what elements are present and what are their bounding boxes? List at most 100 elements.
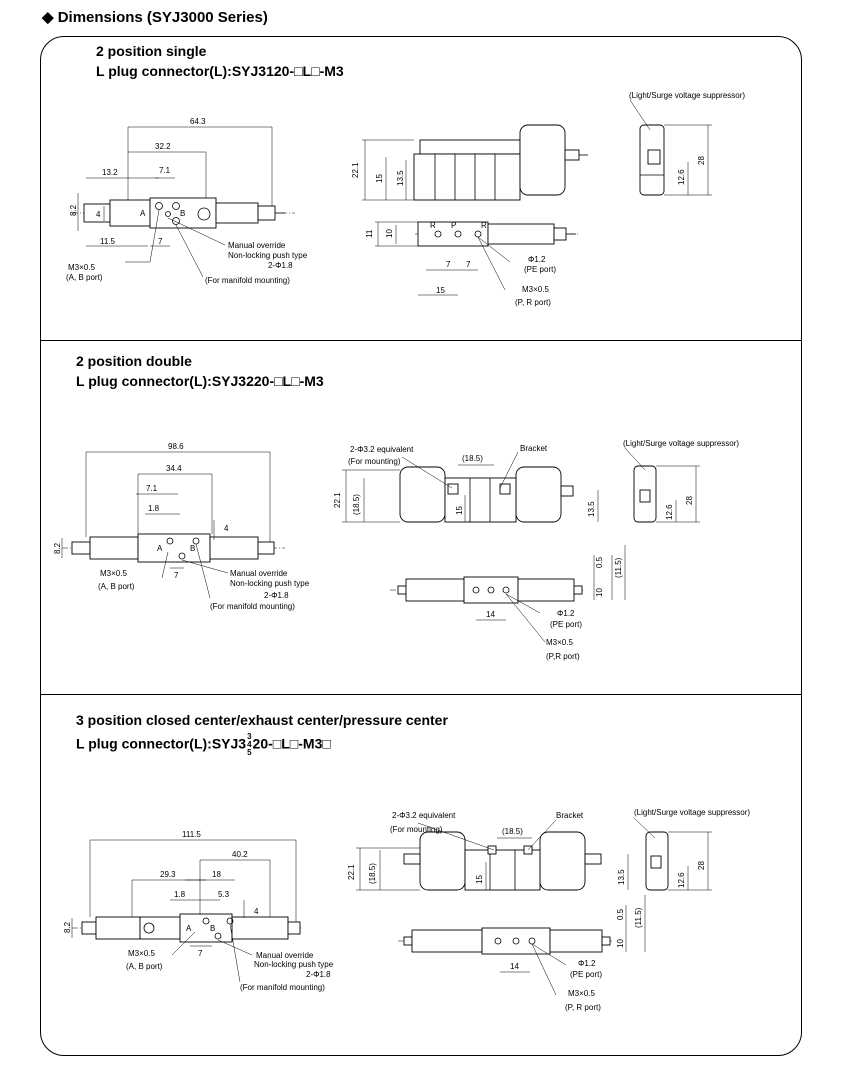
dim-label: 4: [96, 210, 101, 219]
dim-label: 15: [475, 875, 484, 884]
dim-label: 10: [595, 588, 604, 597]
callout: (A, B port): [126, 962, 163, 971]
diamond-bullet-icon: ◆: [42, 9, 54, 26]
port-label: R: [481, 221, 487, 230]
section-3-side-view: 22.1 (18.5) 15 (18.5) 13.5 2-Φ3.2 equiva…: [347, 811, 629, 891]
callout: Φ1.2: [557, 609, 575, 618]
dim-label: 8.2: [53, 542, 62, 554]
section-3-bottom-view: 0.5 (11.5) 10 14 Φ1.2 (PE port) M3×0.5 (…: [398, 895, 646, 1012]
callout: Φ1.2: [578, 959, 596, 968]
section-3-top-view: 111.5 40.2 29.3 18 1.8 5.3 4 8.2 7 A B M…: [63, 830, 334, 992]
port-label: A: [140, 209, 146, 218]
callout: (Light/Surge voltage suppressor): [623, 439, 739, 448]
dim-label: (11.5): [634, 907, 643, 928]
dim-label: 15: [436, 286, 445, 295]
callout: Non-locking push type: [228, 251, 308, 260]
callout: (PE port): [524, 265, 556, 274]
dim-label: 7: [466, 260, 471, 269]
dim-label: 13.5: [396, 170, 405, 186]
callout: (P,R port): [546, 652, 580, 661]
dim-label: 111.5: [182, 830, 201, 839]
callout: (For manifold mounting): [240, 983, 325, 992]
dim-label: (11.5): [614, 557, 623, 578]
callout: (P, R port): [515, 298, 551, 307]
callout: (PE port): [570, 970, 602, 979]
dim-label: 10: [385, 229, 394, 238]
dim-label: 7: [198, 949, 203, 958]
section-1-end-view: (Light/Surge voltage suppressor) 28 12.6: [629, 91, 745, 196]
callout: (A, B port): [98, 582, 135, 591]
callout: Manual override: [230, 569, 288, 578]
callout: (A, B port): [66, 273, 103, 282]
callout: Bracket: [520, 444, 548, 453]
dim-label: 15: [375, 174, 384, 183]
dim-label: 13.5: [587, 501, 596, 517]
section-divider: [41, 694, 801, 695]
section-2-side-view: 22.1 (18.5) 15 13.5 (18.5) 2-Φ3.2 equiva…: [333, 444, 599, 523]
callout: (For manifold mounting): [210, 602, 295, 611]
dim-label: 8.2: [69, 204, 78, 216]
callout: M3×0.5: [128, 949, 155, 958]
dim-label: 7.1: [146, 484, 158, 493]
callout: (For mounting): [348, 457, 401, 466]
dimensions-frame: [40, 36, 802, 1056]
dim-label: 4: [224, 524, 229, 533]
dim-label: (18.5): [502, 827, 523, 836]
dim-label: (18.5): [352, 494, 361, 515]
callout: Φ1.2: [528, 255, 546, 264]
callout: Manual override: [256, 951, 314, 960]
dim-label: 10: [616, 939, 625, 948]
dim-label: 28: [697, 156, 706, 165]
dim-label: (18.5): [462, 454, 483, 463]
section-1-subtitle: L plug connector(L):SYJ3120-□L□-M3: [96, 63, 344, 79]
dim-label: 1.8: [148, 504, 160, 513]
page-heading: ◆ Dimensions (SYJ3000 Series): [42, 8, 268, 26]
callout: M3×0.5: [568, 989, 595, 998]
callout: 2-Φ1.8: [264, 591, 289, 600]
dim-label: 7: [174, 571, 179, 580]
dim-label: 40.2: [232, 850, 248, 859]
callout: Manual override: [228, 241, 286, 250]
port-label: B: [210, 924, 215, 933]
callout: Bracket: [556, 811, 584, 820]
callout: Non-locking push type: [254, 960, 334, 969]
section-2-top-view: 98.6 34.4 7.1 1.8 4 8.2 7 A B M3×0.5 (A,…: [53, 442, 310, 611]
dim-label: 0.5: [595, 556, 604, 568]
port-label: A: [186, 924, 192, 933]
dim-label: 22.1: [333, 492, 342, 508]
callout: 2-Φ3.2 equivalent: [350, 445, 414, 454]
callout: M3×0.5: [546, 638, 573, 647]
dim-label: 15: [455, 506, 464, 515]
dim-label: 14: [510, 962, 519, 971]
dim-label: 5.3: [218, 890, 230, 899]
dim-label: 98.6: [168, 442, 184, 451]
port-label: P: [451, 221, 456, 230]
dim-label: 28: [697, 861, 706, 870]
callout: Non-locking push type: [230, 579, 310, 588]
section-divider: [41, 340, 801, 341]
dim-label: 4: [254, 907, 259, 916]
dim-label: 13.5: [617, 869, 626, 885]
callout: 2-Φ1.8: [306, 970, 331, 979]
section-3-title: 3 position closed center/exhaust center/…: [76, 712, 448, 728]
port-label: B: [190, 544, 195, 553]
dim-label: 29.3: [160, 870, 176, 879]
section-2-subtitle: L plug connector(L):SYJ3220-□L□-M3: [76, 373, 324, 389]
dim-label: (18.5): [368, 863, 377, 884]
page-title: Dimensions (SYJ3000 Series): [57, 9, 268, 26]
callout: (For manifold mounting): [205, 276, 290, 285]
callout: (Light/Surge voltage suppressor): [629, 91, 745, 100]
dim-label: 22.1: [347, 864, 356, 880]
section-1-top-view: 64.3 32.2 13.2 7.1 8.2 4 11.5 7 A B Manu…: [66, 117, 308, 285]
dim-label: 8.2: [63, 921, 72, 933]
section-2-title: 2 position double: [76, 353, 192, 369]
dim-label: 13.2: [102, 168, 118, 177]
dim-label: 12.6: [665, 504, 674, 520]
dim-label: 64.3: [190, 117, 206, 126]
dim-label: 7: [446, 260, 451, 269]
callout: (For mounting): [390, 825, 443, 834]
port-label: R: [430, 221, 436, 230]
